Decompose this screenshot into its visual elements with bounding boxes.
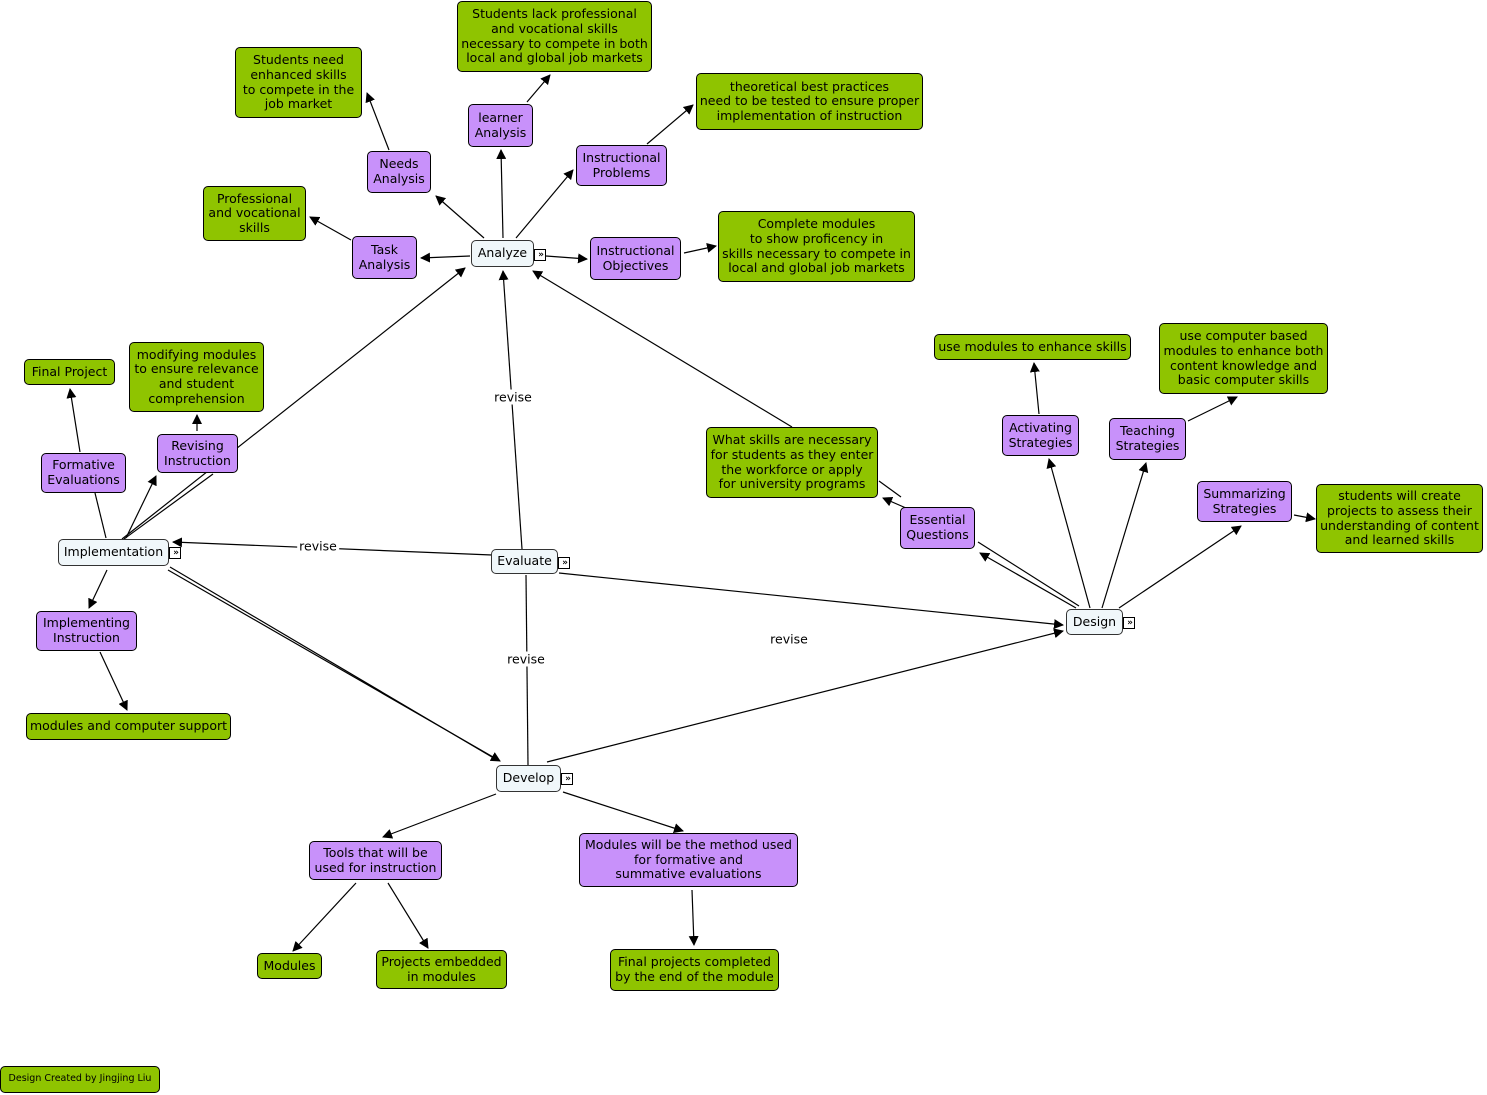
node-develop[interactable]: Develop xyxy=(496,765,561,792)
node-teaching-strategies[interactable]: Teaching Strategies xyxy=(1109,418,1186,460)
connector-line-13 xyxy=(525,574,529,766)
connector-line-0 xyxy=(496,149,507,239)
node-learner-analysis[interactable]: learner Analysis xyxy=(468,104,533,147)
node-design[interactable]: Design xyxy=(1066,609,1123,635)
node-task-analysis[interactable]: Task Analysis xyxy=(352,236,417,279)
connector-line-23 xyxy=(123,473,214,540)
node-modules-method[interactable]: Modules will be the method used for form… xyxy=(579,833,798,887)
connector-line-25 xyxy=(125,475,157,539)
edge-label-revise-analyze: revise xyxy=(492,389,534,405)
connector-line-9 xyxy=(683,243,717,254)
node-implementing-instruction[interactable]: Implementing Instruction xyxy=(36,611,137,651)
connector-line-36 xyxy=(382,793,497,839)
connector-line-29 xyxy=(99,651,128,711)
node-modules-support[interactable]: modules and computer support xyxy=(26,713,231,740)
connector-line-26 xyxy=(66,388,81,453)
connector-line-10 xyxy=(498,270,523,550)
connector-line-22 xyxy=(121,267,466,540)
connector-line-2 xyxy=(365,92,390,151)
connector-line-18 xyxy=(977,541,1080,607)
connector-line-33 xyxy=(1187,396,1238,422)
node-complete-modules[interactable]: Complete modules to show proficency in s… xyxy=(718,211,915,282)
connector-line-31 xyxy=(1029,362,1040,415)
edge-label-revise-design: revise xyxy=(768,631,810,647)
connector-line-38 xyxy=(292,882,357,952)
node-needs-analysis[interactable]: Needs Analysis xyxy=(367,151,431,193)
expand-evaluate-icon[interactable]: » xyxy=(558,557,570,569)
expand-implementation-icon[interactable]: » xyxy=(169,547,181,559)
connector-line-8 xyxy=(545,253,588,264)
connector-line-3 xyxy=(435,195,485,239)
node-summarizing-strategies[interactable]: Summarizing Strategies xyxy=(1197,481,1292,522)
edge-label-revise-implementation: revise xyxy=(297,538,339,554)
node-instructional-objectives[interactable]: Instructional Objectives xyxy=(590,237,681,280)
node-final-projects[interactable]: Final projects completed by the end of t… xyxy=(610,949,779,991)
expand-design-icon[interactable]: » xyxy=(1123,617,1135,629)
node-tools[interactable]: Tools that will be used for instruction xyxy=(309,841,442,880)
connector-line-30 xyxy=(1046,458,1091,609)
expand-develop-icon[interactable]: » xyxy=(561,773,573,785)
connector-line-5 xyxy=(646,104,694,145)
node-theoretical[interactable]: theoretical best practices need to be te… xyxy=(696,73,923,130)
node-students-create[interactable]: students will create projects to assess … xyxy=(1316,484,1483,553)
connector-line-4 xyxy=(515,169,574,239)
expand-analyze-icon[interactable]: » xyxy=(534,249,546,261)
connector-line-20 xyxy=(878,480,902,498)
node-instructional-problems[interactable]: Instructional Problems xyxy=(576,145,667,186)
node-analyze[interactable]: Analyze xyxy=(471,240,534,267)
connector-line-16 xyxy=(169,566,498,761)
connector-line-1 xyxy=(526,74,551,103)
connector-line-32 xyxy=(1101,462,1149,609)
node-final-project[interactable]: Final Project xyxy=(24,359,115,385)
connector-line-6 xyxy=(420,252,471,263)
node-modifying[interactable]: modifying modules to ensure relevance an… xyxy=(129,342,264,412)
connector-line-24 xyxy=(94,492,107,539)
connector-line-7 xyxy=(309,216,352,241)
node-professional[interactable]: Professional and vocational skills xyxy=(203,186,306,241)
node-activating-strategies[interactable]: Activating Strategies xyxy=(1002,415,1079,456)
connector-line-40 xyxy=(688,889,699,946)
connector-line-21 xyxy=(532,270,793,428)
edge-label-revise-develop: revise xyxy=(505,651,547,667)
connector-line-39 xyxy=(387,882,429,949)
connector-line-35 xyxy=(1293,512,1316,523)
node-implementation[interactable]: Implementation xyxy=(58,539,169,566)
connector-line-28 xyxy=(88,569,108,609)
connector-line-15 xyxy=(546,628,1064,763)
node-projects-embedded[interactable]: Projects embedded in modules xyxy=(376,950,507,989)
node-use-modules[interactable]: use modules to enhance skills xyxy=(934,334,1131,360)
node-revising-instruction[interactable]: Revising Instruction xyxy=(157,434,238,473)
node-students-need[interactable]: Students need enhanced skills to compete… xyxy=(235,47,362,118)
connector-line-17 xyxy=(979,552,1077,609)
connector-line-37 xyxy=(562,791,684,833)
node-use-computer[interactable]: use computer based modules to enhance bo… xyxy=(1159,323,1328,394)
node-what-skills[interactable]: What skills are necessary for students a… xyxy=(706,427,878,498)
credit-label: Design Created by Jingjing Liu xyxy=(0,1066,160,1093)
node-formative-evaluations[interactable]: Formative Evaluations xyxy=(41,453,126,493)
connector-line-19 xyxy=(882,497,907,509)
node-modules[interactable]: Modules xyxy=(257,953,322,979)
node-students-lack[interactable]: Students lack professional and vocationa… xyxy=(457,1,652,72)
node-evaluate[interactable]: Evaluate xyxy=(491,549,558,574)
node-essential-questions[interactable]: Essential Questions xyxy=(900,507,975,549)
connector-line-12 xyxy=(558,572,1064,630)
connector-line-34 xyxy=(1118,525,1242,609)
